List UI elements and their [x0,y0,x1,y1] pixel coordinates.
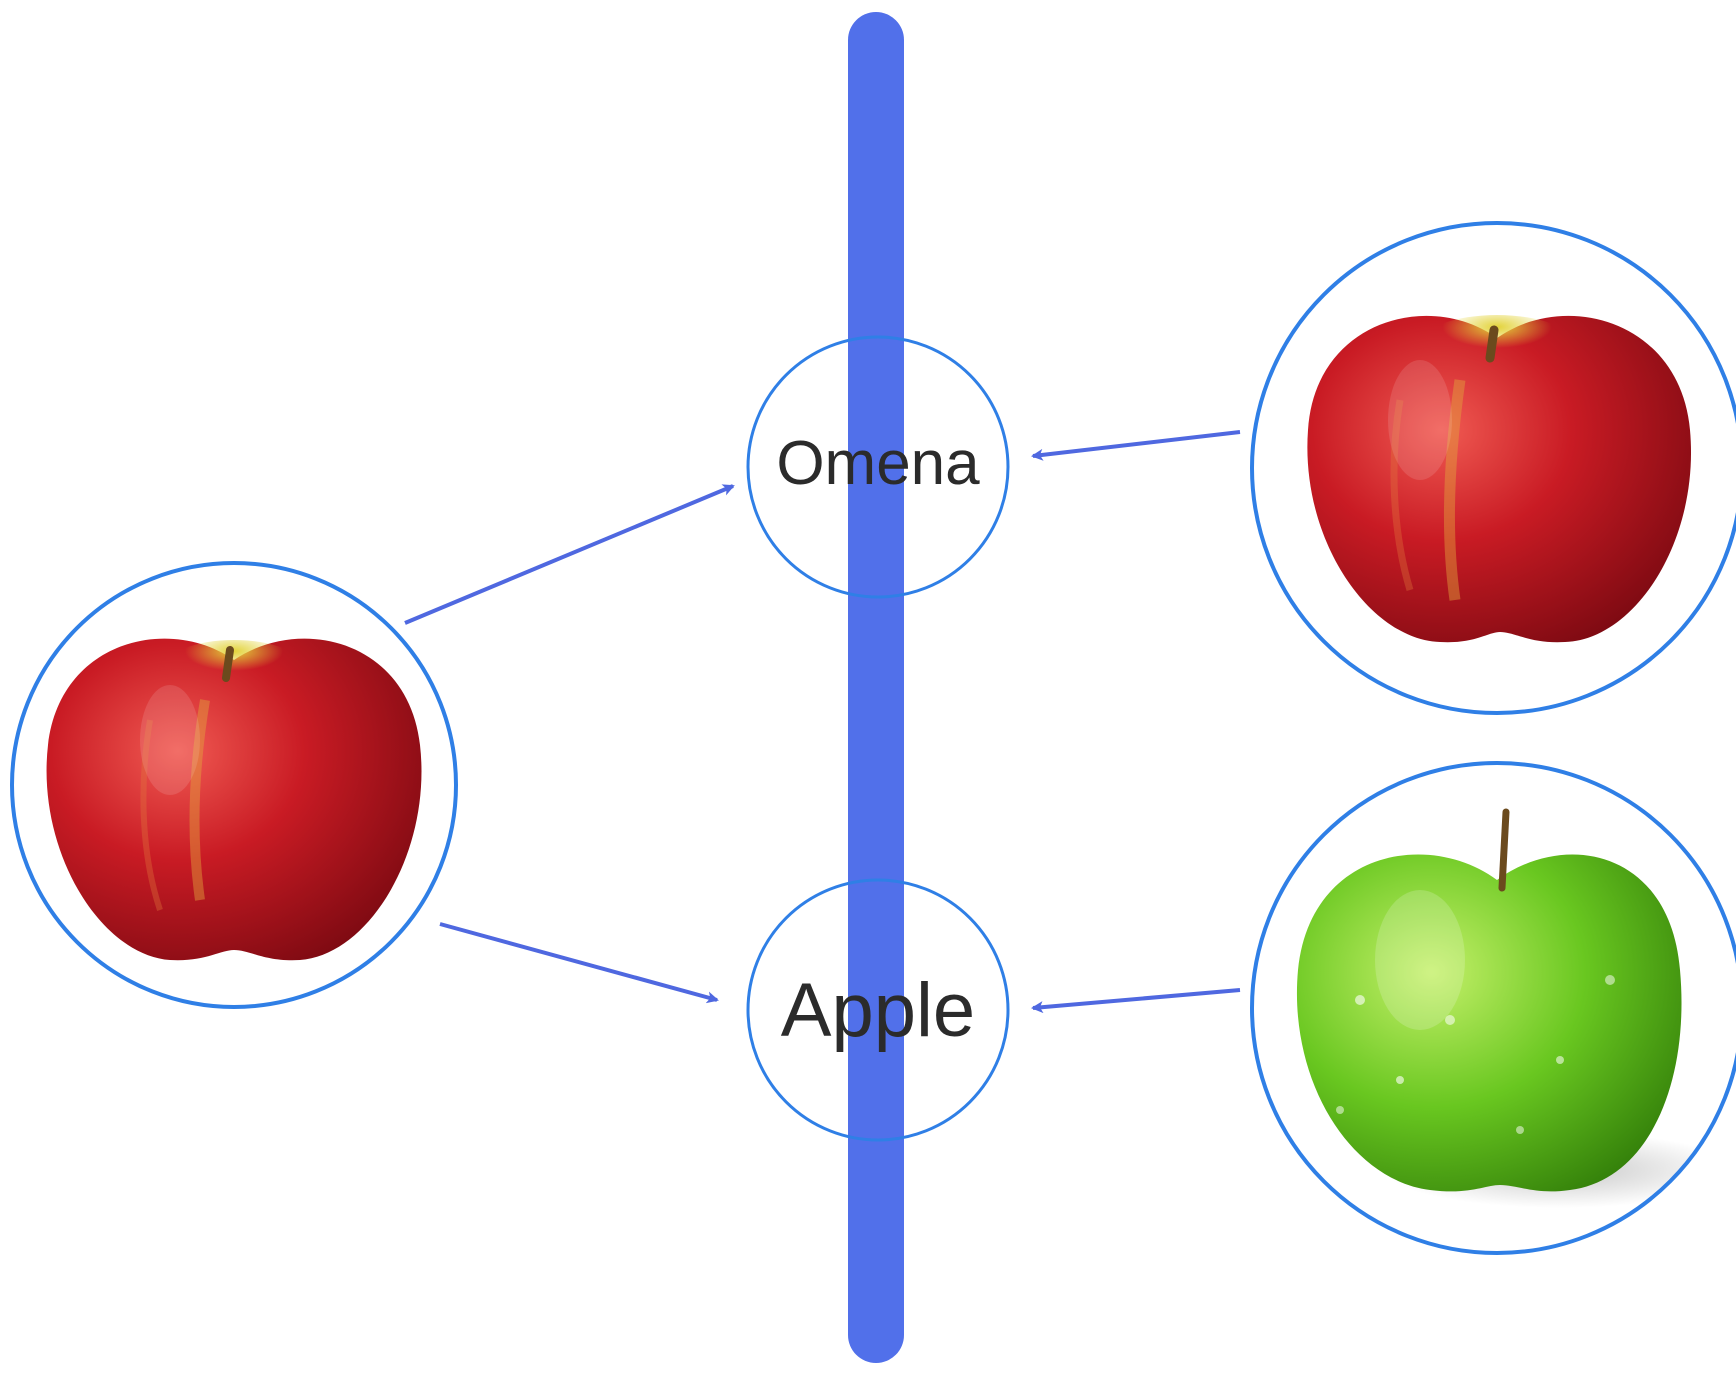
arrow-right-top-to-omena [1031,430,1241,461]
image-circle-left [10,561,458,1009]
arrow-right-bottom-to-apple [1031,988,1241,1014]
green-apple-icon-right-bottom [1296,808,1735,1208]
label-apple: Apple [781,968,975,1053]
label-circle-bottom [746,878,1010,1142]
arrow-left-to-apple [439,922,719,1004]
red-apple-icon-left [46,638,422,961]
label-omena: Omena [776,429,980,498]
arrow-left-to-omena [404,484,735,625]
red-apple-icon-right-top [1307,315,1692,643]
image-circle-right-top [1250,221,1736,715]
label-circle-top [746,335,1010,599]
image-circle-right-bottom [1250,761,1736,1255]
